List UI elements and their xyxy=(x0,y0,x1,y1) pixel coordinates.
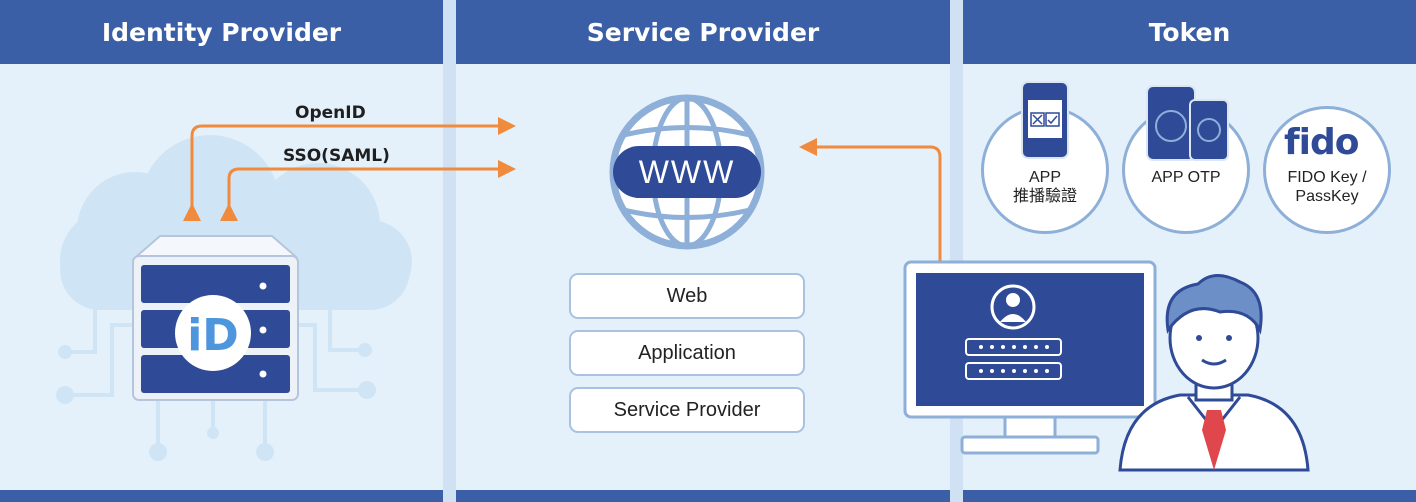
app-push-label: APP 推播驗證 xyxy=(981,168,1109,206)
app-otp-label: APP OTP xyxy=(1151,169,1221,186)
service-provider-header: Service Provider xyxy=(456,0,950,64)
web-box: Web xyxy=(569,273,805,319)
openid-arrow xyxy=(183,117,516,221)
app-push-line2: 推播驗證 xyxy=(1012,188,1077,205)
fido-circle xyxy=(1263,106,1391,234)
service-provider-box: Service Provider xyxy=(569,387,805,433)
service-provider-title: Service Provider xyxy=(586,17,820,47)
circuit-lines xyxy=(65,298,365,450)
fido-line1: FIDO Key / xyxy=(1287,169,1367,186)
id-logo-badge: iD xyxy=(175,295,251,371)
panel-footer-bar xyxy=(963,490,1416,502)
www-label: WWW xyxy=(613,146,761,198)
monitor-icon xyxy=(903,260,1157,455)
saml-arrow xyxy=(220,160,516,221)
application-box: Application xyxy=(569,330,805,376)
identity-provider-header: Identity Provider xyxy=(0,0,443,64)
identity-provider-title: Identity Provider xyxy=(101,17,342,47)
user-person-icon xyxy=(1118,274,1310,472)
token-header: Token xyxy=(963,0,1416,64)
app-push-line1: APP xyxy=(1028,169,1061,186)
fido-key-label: FIDO Key / PassKey xyxy=(1263,168,1391,206)
panel-footer-bar xyxy=(0,490,443,502)
panel-footer-bar xyxy=(456,490,950,502)
token-title: Token xyxy=(1148,17,1231,47)
saml-label: SSO(SAML) xyxy=(283,146,390,166)
server-badge-text: iD xyxy=(187,310,239,361)
login-arrow xyxy=(799,138,942,262)
fido-logo: fido xyxy=(1284,122,1360,163)
circuit-nodes xyxy=(56,343,376,461)
fido-line2: PassKey xyxy=(1295,188,1359,205)
openid-label: OpenID xyxy=(295,103,366,123)
